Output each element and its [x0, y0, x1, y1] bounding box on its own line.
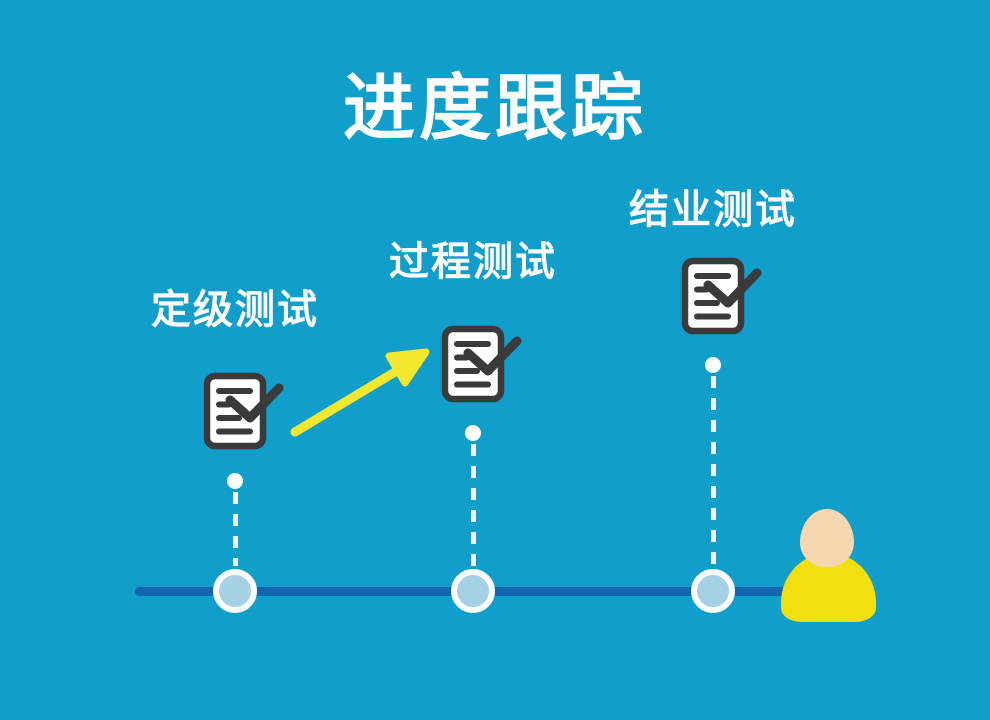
milestone-label-2: 过程测试: [389, 240, 557, 284]
milestone-label-1: 定级测试: [151, 288, 319, 332]
drop-dot: [227, 473, 243, 489]
timeline-node-3: [691, 569, 735, 613]
timeline-node-1: [213, 569, 257, 613]
document-check-icon: [203, 372, 284, 450]
person-head: [800, 509, 854, 567]
drop-dot: [465, 425, 481, 441]
drop-dot: [705, 357, 721, 373]
person-icon: [775, 505, 885, 630]
dashed-connector: [232, 492, 238, 566]
document-check-icon: [441, 325, 522, 403]
timeline-node-2: [451, 569, 495, 613]
document-check-icon: [681, 257, 762, 335]
dashed-connector: [710, 376, 716, 566]
dashed-connector: [470, 444, 476, 566]
milestone-label-3: 结业测试: [629, 188, 797, 232]
arrow-up-right-icon: [290, 348, 430, 437]
page-title: 进度跟踪: [342, 69, 647, 149]
